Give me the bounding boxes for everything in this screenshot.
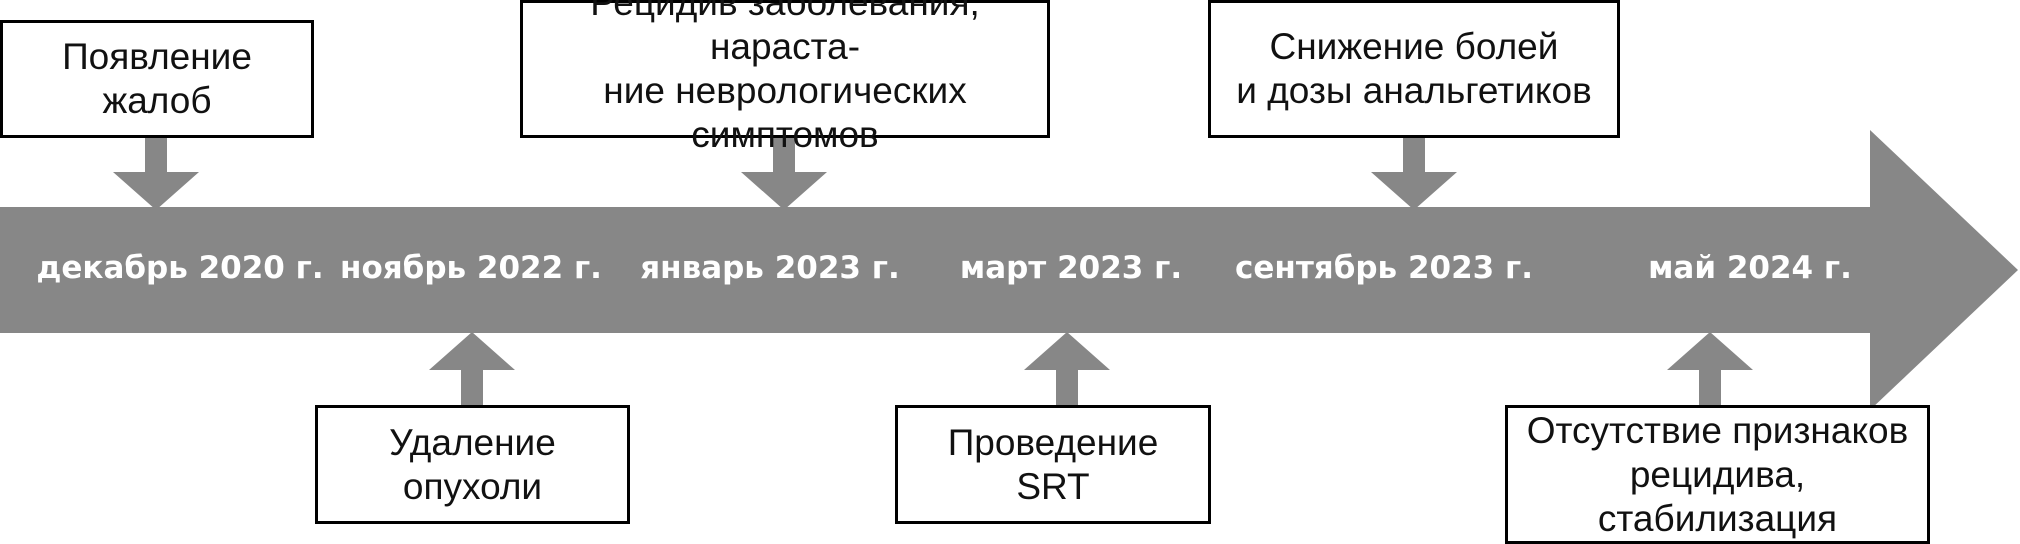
event-text: Проведение SRT (947, 421, 1159, 507)
event-box-relapse: Рецидив заболевания, нараста- ние неврол… (520, 0, 1050, 155)
connector-arrow-down (113, 138, 199, 210)
timeline-arrow (0, 130, 2018, 410)
event-text: Удаление опухоли (389, 421, 556, 507)
connector-arrow-up (1024, 332, 1110, 405)
date-label: май 2024 г. (1648, 250, 1852, 286)
connector-arrow-up (1667, 332, 1753, 405)
bottom-connectors (429, 332, 1753, 405)
connector-arrow-down (741, 138, 827, 210)
event-box-srt: Проведение SRT (895, 405, 1211, 524)
event-text: Рецидив заболевания, нараста- ние неврол… (590, 0, 980, 155)
date-labels: декабрь 2020 г. ноябрь 2022 г. январь 20… (36, 250, 1852, 286)
event-box-tumor-removal: Удаление опухоли (315, 405, 630, 524)
date-label: ноябрь 2022 г. (340, 250, 602, 286)
date-label: январь 2023 г. (640, 250, 900, 286)
date-label: март 2023 г. (960, 250, 1182, 286)
top-connectors (113, 138, 1457, 210)
event-text: Появление жалоб (62, 36, 252, 121)
connector-arrow-down (1371, 138, 1457, 210)
date-label: сентябрь 2023 г. (1235, 250, 1533, 286)
connector-arrow-up (429, 332, 515, 405)
event-box-stabilization: Отсутствие признаков рецидива, стабилиза… (1505, 405, 1930, 544)
event-text: Отсутствие признаков рецидива, стабилиза… (1526, 409, 1909, 539)
date-label: декабрь 2020 г. (36, 250, 323, 286)
event-box-pain-reduction: Снижение болей и дозы анальгетиков (1208, 0, 1620, 138)
event-text: Снижение болей и дозы анальгетиков (1236, 26, 1592, 111)
event-box-complaints: Появление жалоб (0, 20, 314, 138)
